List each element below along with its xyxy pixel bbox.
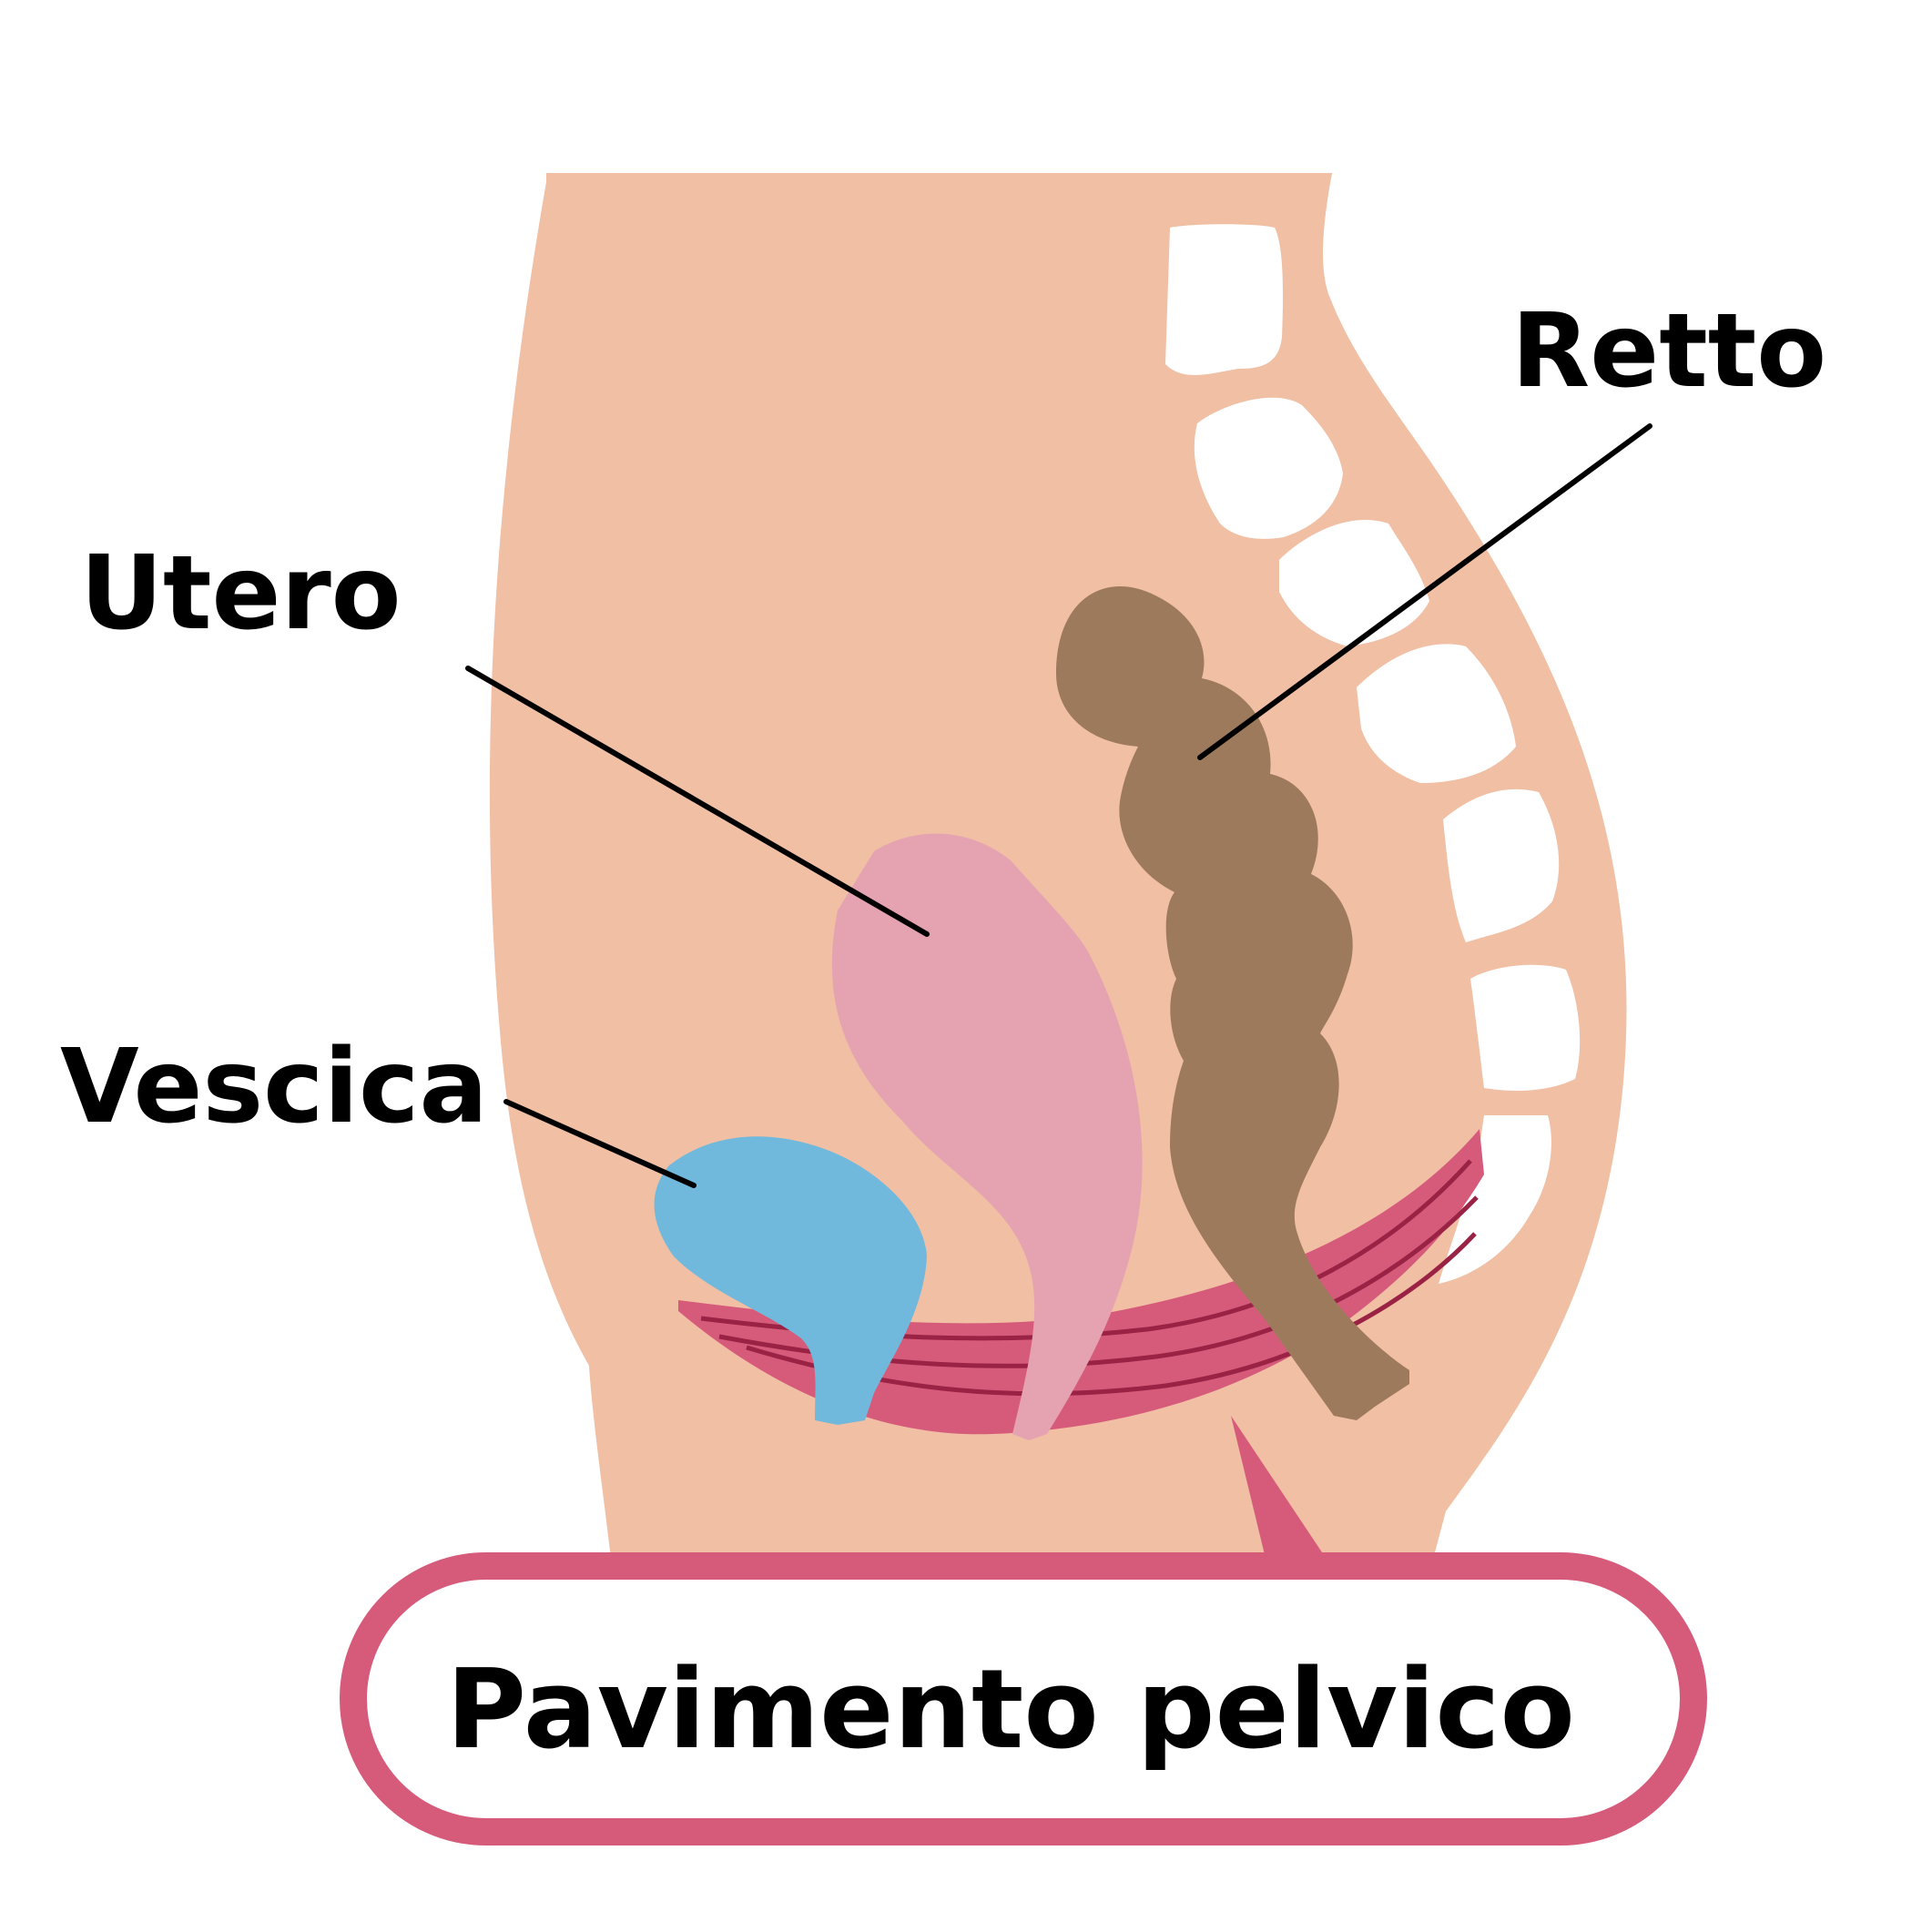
label-bladder: Vescica xyxy=(60,1028,488,1146)
bladder xyxy=(654,1136,927,1425)
uterus xyxy=(831,833,1143,1440)
callout-box xyxy=(340,1552,1707,1846)
leader-line-uterus xyxy=(465,666,930,937)
leader-line-bladder xyxy=(503,1099,697,1188)
leader-lines xyxy=(465,423,1652,1188)
callout-pointer xyxy=(1231,1416,1331,1566)
rectum xyxy=(1056,586,1409,1420)
label-rectum: Retto xyxy=(1511,292,1827,411)
label-uterus: Utero xyxy=(80,534,402,653)
leader-line-rectum xyxy=(1197,423,1652,760)
label-pelvic-floor: Pavimento pelvico xyxy=(446,1647,1575,1774)
